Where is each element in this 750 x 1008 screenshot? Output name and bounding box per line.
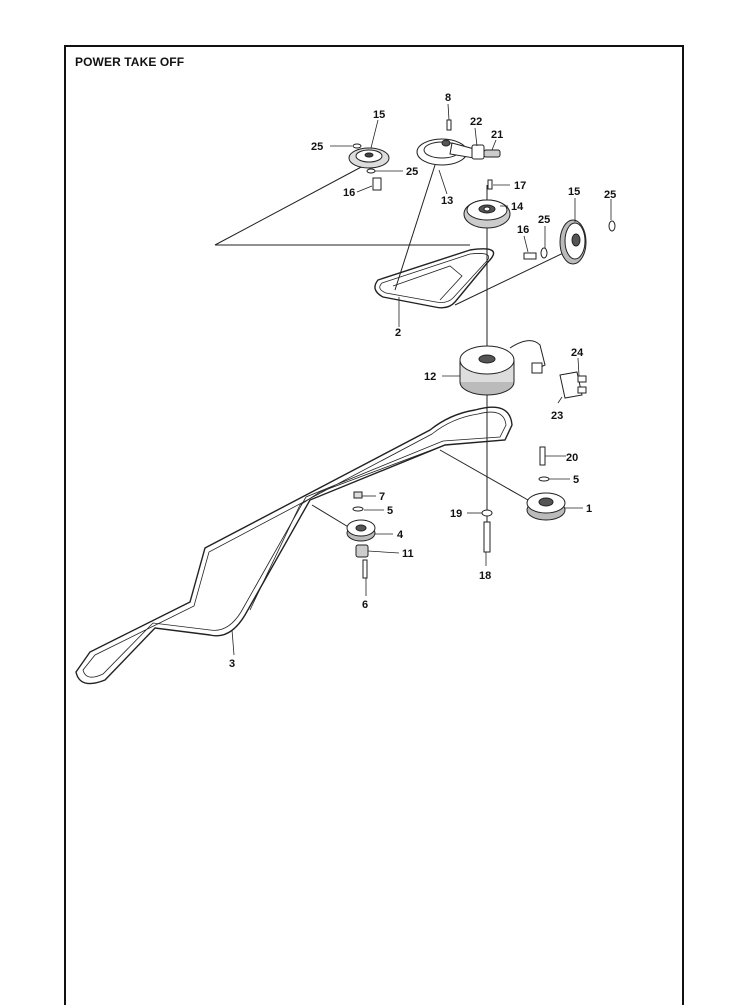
part-8-bolt xyxy=(446,119,452,131)
pin-17 xyxy=(487,179,493,190)
callout-17: 17 xyxy=(514,180,526,192)
callout-25-upper-mid: 25 xyxy=(406,166,418,178)
callout-6: 6 xyxy=(362,599,368,611)
belt-3 xyxy=(75,406,513,685)
spacer-11 xyxy=(355,544,369,558)
washer-19 xyxy=(481,509,493,517)
pulley-14 xyxy=(463,199,511,229)
callout-5-right: 5 xyxy=(573,474,579,486)
washer-5-left xyxy=(352,506,364,512)
bolt-18 xyxy=(483,521,491,553)
callout-16-right: 16 xyxy=(517,224,529,236)
pulley-15-right xyxy=(559,219,587,265)
page-title: POWER TAKE OFF xyxy=(75,55,185,69)
bolt-20 xyxy=(539,446,546,466)
washer-25-right xyxy=(540,247,548,259)
callout-15-right: 15 xyxy=(568,186,580,198)
bolt-6 xyxy=(362,559,368,579)
callout-14: 14 xyxy=(511,201,524,213)
guide-line xyxy=(311,504,351,529)
callout-22: 22 xyxy=(470,116,482,128)
belt-2 xyxy=(374,248,495,309)
callout-4: 4 xyxy=(397,529,404,541)
guide-line xyxy=(394,164,436,291)
callout-8: 8 xyxy=(445,92,451,104)
callout-23: 23 xyxy=(551,410,563,422)
washer-25-far xyxy=(608,220,616,232)
callout-13: 13 xyxy=(441,195,453,207)
bracket-23 xyxy=(559,371,587,399)
callout-25-far-right: 25 xyxy=(604,189,616,201)
callout-25-upper-left: 25 xyxy=(311,141,323,153)
callout-25-right: 25 xyxy=(538,214,550,226)
pulley-1 xyxy=(526,492,566,521)
bolt-16-right xyxy=(523,252,537,260)
callout-1: 1 xyxy=(586,503,592,515)
callout-3: 3 xyxy=(229,658,235,670)
clutch-12 xyxy=(459,340,546,396)
washer-5-right xyxy=(538,476,550,482)
guide-line xyxy=(454,244,581,306)
guide-line xyxy=(439,449,529,501)
callout-24: 24 xyxy=(571,347,584,359)
callout-19: 19 xyxy=(450,508,462,520)
pulley-15-upper xyxy=(348,143,390,174)
callout-21: 21 xyxy=(491,129,503,141)
callout-18: 18 xyxy=(479,570,491,582)
nut-7 xyxy=(353,491,363,499)
idler-arm-13 xyxy=(416,138,479,166)
bolt-16-upper xyxy=(372,177,382,191)
callout-15-upper: 15 xyxy=(373,109,385,121)
callout-2: 2 xyxy=(395,327,401,339)
callout-16-upper: 16 xyxy=(343,187,355,199)
callout-5-left: 5 xyxy=(387,505,393,517)
callout-7: 7 xyxy=(379,491,385,503)
diagram-frame xyxy=(64,45,684,1005)
part-22 xyxy=(471,144,501,160)
callout-20: 20 xyxy=(566,452,578,464)
guide-line xyxy=(214,164,470,246)
pulley-4 xyxy=(346,519,376,542)
callout-11: 11 xyxy=(402,548,414,560)
callout-12: 12 xyxy=(424,371,436,383)
